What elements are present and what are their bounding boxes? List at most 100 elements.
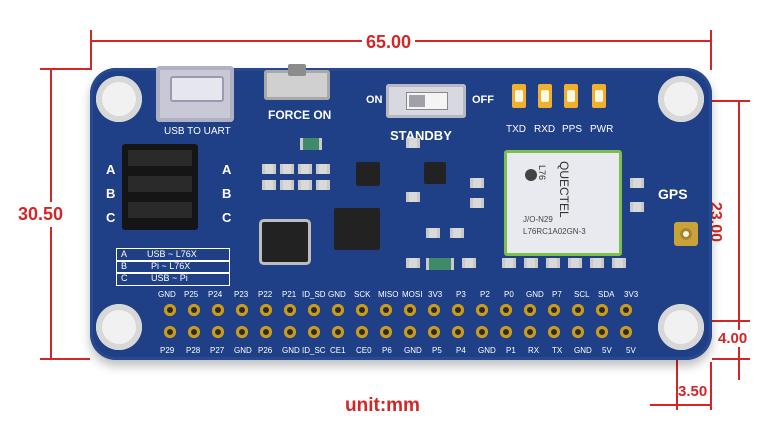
smd-resistor <box>524 258 538 268</box>
gpio-pin <box>164 304 176 316</box>
inner-height-tick-bottom <box>712 320 750 322</box>
smd-resistor <box>406 192 420 202</box>
top-pin-labels: GND P25 P24 P23 P22 P21 ID_SD GND SCK MI… <box>158 290 638 302</box>
gpio-pin <box>188 304 200 316</box>
force-on-label: FORCE ON <box>268 108 332 122</box>
pin-label: GND <box>282 346 300 355</box>
pcb-board: USB TO UART FORCE ON ON OFF STANDBY TXD … <box>90 64 712 360</box>
gpio-pin <box>452 304 464 316</box>
rxd-label: RXD <box>534 124 556 135</box>
smd-resistor <box>298 180 312 190</box>
gpio-pin <box>572 304 584 316</box>
smd-resistor <box>298 164 312 174</box>
pin-label: ID_SC <box>302 346 326 355</box>
pin-label: MISO <box>378 290 399 299</box>
pin-label: P26 <box>258 346 273 355</box>
gpio-pin <box>548 326 560 338</box>
regulator-ic <box>356 162 380 186</box>
smd-resistor <box>316 164 330 174</box>
gpio-pin <box>476 326 488 338</box>
gpio-pin <box>332 326 344 338</box>
smd-resistor <box>612 258 626 268</box>
inner-height-line <box>738 100 740 320</box>
txd-label: TXD <box>506 124 526 135</box>
gpio-pin <box>428 304 440 316</box>
pin-label: 3V3 <box>428 290 443 299</box>
pin-label: P7 <box>552 290 562 299</box>
pin-label: P2 <box>480 290 490 299</box>
offset-tick-right <box>710 362 712 410</box>
jumper-label-a-right: A <box>222 162 232 177</box>
rxd-led <box>538 84 552 108</box>
gpio-pin <box>404 326 416 338</box>
gpio-pin <box>308 304 320 316</box>
smd-resistor <box>406 258 420 268</box>
pin-label: P23 <box>234 290 249 299</box>
pin-label: P1 <box>506 346 516 355</box>
gpio-pin <box>548 304 560 316</box>
pwr-label: PWR <box>590 124 614 135</box>
gps-module: QUECTEL L76 J/O-N29 L76RC1A02GN-3 <box>504 150 622 256</box>
pin-label: GND <box>234 346 252 355</box>
gpio-pin <box>380 304 392 316</box>
pin-label: P3 <box>456 290 466 299</box>
inductor <box>426 258 454 270</box>
smd-resistor <box>262 164 276 174</box>
gpio-pin <box>596 326 608 338</box>
usb-uart-chip <box>262 222 308 262</box>
pin-label: P27 <box>210 346 225 355</box>
gpio-pin <box>500 304 512 316</box>
smd-resistor <box>280 180 294 190</box>
pin-label: 3V3 <box>624 290 639 299</box>
gpio-pin <box>260 304 272 316</box>
mounting-hole-top-left <box>96 76 142 122</box>
mode-key-b: B <box>121 261 128 271</box>
pin-label: GND <box>158 290 176 299</box>
usb-port-opening <box>170 76 224 102</box>
pin-label: SDA <box>598 290 615 299</box>
gpio-pin <box>596 304 608 316</box>
jumper-header[interactable] <box>122 144 198 230</box>
force-on-button[interactable] <box>264 64 330 100</box>
smd-resistor <box>426 228 440 238</box>
pin-label: P0 <box>504 290 514 299</box>
pps-led <box>564 84 578 108</box>
pin-label: SCK <box>354 290 371 299</box>
gpio-pin <box>572 326 584 338</box>
gpio-pin <box>452 326 464 338</box>
antenna-connector[interactable] <box>674 222 698 246</box>
pin-label: P29 <box>160 346 175 355</box>
gps-module-brand: QUECTEL <box>557 161 571 218</box>
height-label: 30.50 <box>18 202 64 227</box>
usb-connector[interactable] <box>156 66 234 122</box>
gpio-pin <box>284 304 296 316</box>
smd-resistor <box>502 258 516 268</box>
gpio-pin <box>164 326 176 338</box>
unit-label: unit:mm <box>345 395 420 416</box>
height-tick-top <box>40 68 90 70</box>
offset-tick-left <box>676 340 678 410</box>
standby-slide-switch[interactable] <box>386 84 466 118</box>
jumper-label-c-left: C <box>106 210 116 225</box>
gpio-pin <box>524 304 536 316</box>
gpio-pin <box>308 326 320 338</box>
crystal <box>300 138 322 150</box>
smd-resistor <box>546 258 560 268</box>
power-ic <box>334 208 380 250</box>
gps-label: GPS <box>658 186 688 202</box>
edge-line <box>738 322 740 380</box>
smd-resistor <box>470 198 484 208</box>
gps-module-model: L76 <box>537 165 547 181</box>
gpio-pin <box>260 326 272 338</box>
transistor <box>424 162 446 184</box>
smd-resistor <box>450 228 464 238</box>
off-label: OFF <box>472 94 494 106</box>
pin-label: GND <box>526 290 544 299</box>
on-label: ON <box>366 94 383 106</box>
pin-label: GND <box>478 346 496 355</box>
pin-label: P28 <box>186 346 201 355</box>
pin-label: 5V <box>602 346 612 355</box>
smd-resistor <box>568 258 582 268</box>
txd-led <box>512 84 526 108</box>
standby-label: STANDBY <box>390 128 452 143</box>
